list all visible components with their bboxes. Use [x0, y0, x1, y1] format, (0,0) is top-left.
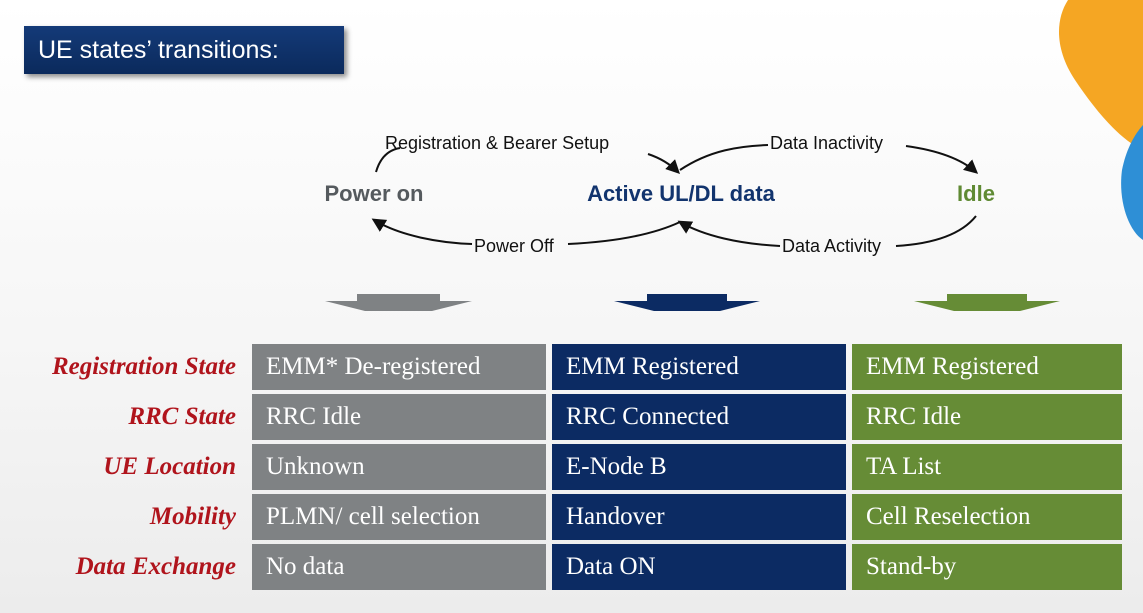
down-arrow-blue — [614, 294, 760, 311]
row-label-mobility: Mobility — [149, 503, 236, 530]
row-label-data-exchange: Data Exchange — [75, 553, 236, 580]
label-data-activity: Data Activity — [782, 236, 881, 256]
cell-active-registration: EMM Registered — [552, 344, 846, 390]
cell-power-on-mobility: PLMN/ cell selection — [252, 494, 546, 540]
state-power-on: Power on — [324, 181, 423, 206]
label-power-off: Power Off — [474, 236, 555, 256]
cell-power-on-location: Unknown — [252, 444, 546, 490]
state-transition-diagram: Registration & Bearer Setup Data Inactiv… — [324, 133, 1060, 311]
arc-registration-setup — [375, 147, 678, 172]
label-registration-bearer-setup: Registration & Bearer Setup — [385, 133, 609, 153]
down-arrow-grey — [325, 294, 472, 311]
state-idle: Idle — [957, 181, 995, 206]
row-label-rrc-state: RRC State — [128, 403, 236, 430]
arc-data-inactivity — [679, 144, 976, 172]
cell-active-rrc: RRC Connected — [552, 394, 846, 440]
cell-power-on-data: No data — [252, 544, 546, 590]
down-arrow-green — [914, 294, 1060, 311]
cell-idle-location: TA List — [852, 444, 1122, 490]
state-active: Active UL/DL data — [587, 181, 776, 206]
arc-data-activity — [680, 216, 977, 247]
row-label-ue-location: UE Location — [103, 453, 236, 480]
cell-active-data: Data ON — [552, 544, 846, 590]
state-properties-table: Registration State RRC State UE Location… — [0, 340, 1143, 600]
cell-active-mobility: Handover — [552, 494, 846, 540]
cell-power-on-registration: EMM* De-registered — [252, 344, 546, 390]
cell-active-location: E-Node B — [552, 444, 846, 490]
cell-power-on-rrc: RRC Idle — [252, 394, 546, 440]
row-label-registration-state: Registration State — [51, 353, 236, 380]
cell-idle-rrc: RRC Idle — [852, 394, 1122, 440]
label-data-inactivity: Data Inactivity — [770, 133, 883, 153]
slide-title: UE states’ transitions: — [24, 26, 344, 74]
cell-idle-mobility: Cell Reselection — [852, 494, 1122, 540]
cell-idle-data: Stand-by — [852, 544, 1122, 590]
cell-idle-registration: EMM Registered — [852, 344, 1122, 390]
